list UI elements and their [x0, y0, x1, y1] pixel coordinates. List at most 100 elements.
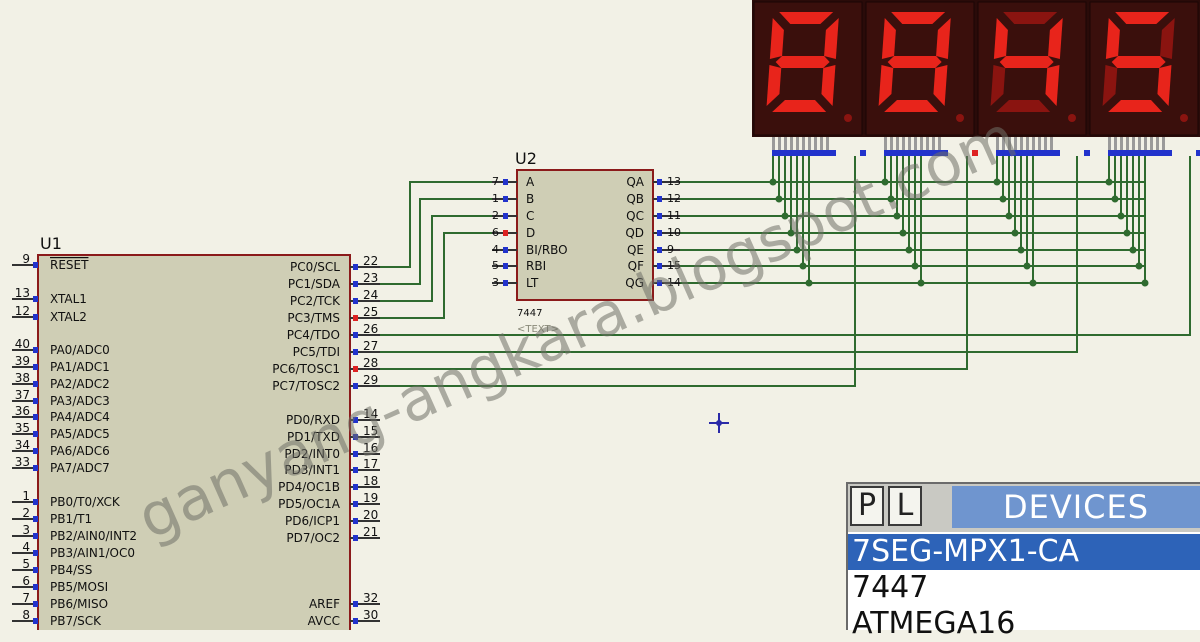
u1-pin-number: 23	[363, 271, 378, 285]
u2-pin-name: B	[526, 192, 534, 206]
seven-segment-display[interactable]	[752, 0, 1200, 156]
u1-body[interactable]	[37, 254, 351, 630]
u1-pin-name: PC4/TDO	[287, 328, 340, 342]
u1-pin-marker	[33, 381, 38, 387]
u1-pin-name: PD6/ICP1	[285, 514, 340, 528]
display-segment	[1160, 18, 1175, 59]
u1-pin-name: PC2/TCK	[290, 294, 341, 308]
device-list-item[interactable]: ATMEGA16	[852, 606, 1016, 641]
u1-pin-name: RESET	[50, 258, 89, 272]
u2-body[interactable]	[516, 169, 654, 301]
u1-pin-number: 13	[15, 286, 30, 300]
u1-pin-number: 14	[363, 407, 378, 421]
u1-pin-number: 4	[22, 540, 30, 554]
u1-pin-marker	[353, 618, 358, 624]
display-segment	[878, 65, 894, 106]
u1-pin-marker	[33, 398, 38, 404]
display-segment	[990, 65, 1006, 106]
u1-pin-marker	[353, 383, 358, 389]
u1-pin-number: 7	[22, 591, 30, 605]
wire-junction	[899, 229, 907, 237]
display-segment	[775, 56, 830, 68]
u1-pin-marker	[33, 567, 38, 573]
display-pin-lead	[1014, 137, 1017, 151]
u1-pin-number: 30	[363, 608, 378, 622]
display-segment	[824, 18, 839, 59]
pick-tab-button[interactable]: P	[850, 486, 884, 526]
u1-pin-number: 5	[22, 557, 30, 571]
library-tab-button[interactable]: L	[888, 486, 922, 526]
wire-junction	[1141, 279, 1149, 287]
u1-pin-number: 40	[15, 337, 30, 351]
display-segment	[996, 100, 1051, 112]
u1-pin-number: 36	[15, 404, 30, 418]
display-pin-lead	[808, 137, 811, 151]
display-pin-lead	[938, 137, 941, 151]
u1-pin-number: 9	[22, 252, 30, 266]
display-segment	[1003, 12, 1058, 24]
display-decimal-point	[844, 114, 852, 122]
u1-pin-number: 26	[363, 322, 378, 336]
u2-ref-label: U2	[515, 149, 537, 168]
display-segment	[766, 65, 782, 106]
display-segment	[936, 18, 951, 59]
devices-panel-title: DEVICES	[952, 486, 1200, 528]
wire-junction	[1017, 246, 1025, 254]
u2-pin-number: 7	[492, 175, 499, 188]
u1-pin-marker	[353, 484, 358, 490]
u2-pin-marker	[503, 280, 508, 286]
u1-pin-name: AVCC	[308, 614, 340, 628]
u1-pin-marker	[33, 618, 38, 624]
u2-pin-number: 1	[492, 192, 499, 205]
u1-pin-name: PD0/RXD	[286, 413, 340, 427]
wire-junction	[769, 178, 777, 186]
u1-pin-marker	[33, 296, 38, 302]
u1-pin-marker	[33, 499, 38, 505]
u1-pin-marker	[33, 550, 38, 556]
u2-pin-number: 13	[667, 175, 681, 188]
display-pin-lead	[926, 137, 929, 151]
device-list-item[interactable]: 7SEG-MPX1-CA	[848, 534, 1200, 570]
u1-pin-number: 16	[363, 441, 378, 455]
wire-junction	[917, 279, 925, 287]
display-pin-marker	[772, 150, 836, 156]
display-pin-lead	[1032, 137, 1035, 151]
device-list-item[interactable]: 7447	[852, 570, 929, 605]
u1-pin-number: 35	[15, 421, 30, 435]
u1-pin-number: 21	[363, 525, 378, 539]
u1-pin-name: PA3/ADC3	[50, 394, 110, 408]
u1-pin-marker	[33, 533, 38, 539]
display-pin-lead	[802, 137, 805, 151]
u1-pin-marker	[353, 434, 358, 440]
u1-pin-name: PA7/ADC7	[50, 461, 110, 475]
wire-junction	[1111, 195, 1119, 203]
u1-pin-marker	[353, 417, 358, 423]
u1-pin-number: 29	[363, 373, 378, 387]
u1-pin-name: PB1/T1	[50, 512, 92, 526]
u2-pin-name: D	[526, 226, 535, 240]
u1-pin-number: 18	[363, 474, 378, 488]
display-segment	[1045, 65, 1060, 106]
u2-pin-name: A	[526, 175, 535, 189]
display-decimal-point	[1068, 114, 1076, 122]
u1-pin-name: PC7/TOSC2	[272, 379, 340, 393]
display-pin-lead	[1132, 137, 1135, 151]
wire-junction	[775, 195, 783, 203]
display-pin-lead	[1150, 137, 1153, 151]
display-pin-lead	[890, 137, 893, 151]
display-pin-lead	[778, 137, 781, 151]
display-pin-lead	[1002, 137, 1005, 151]
u1-pin-marker	[33, 448, 38, 454]
u1-pin-number: 38	[15, 371, 30, 385]
display-pin-lead	[1026, 137, 1029, 151]
u1-pin-marker	[353, 601, 358, 607]
u1-pin-marker	[353, 451, 358, 457]
display-segment	[1115, 12, 1170, 24]
wire-junction	[787, 229, 795, 237]
u2-pin-number: 15	[667, 259, 681, 272]
wire-junction	[905, 246, 913, 254]
u1-pin-name: PA4/ADC4	[50, 410, 110, 424]
